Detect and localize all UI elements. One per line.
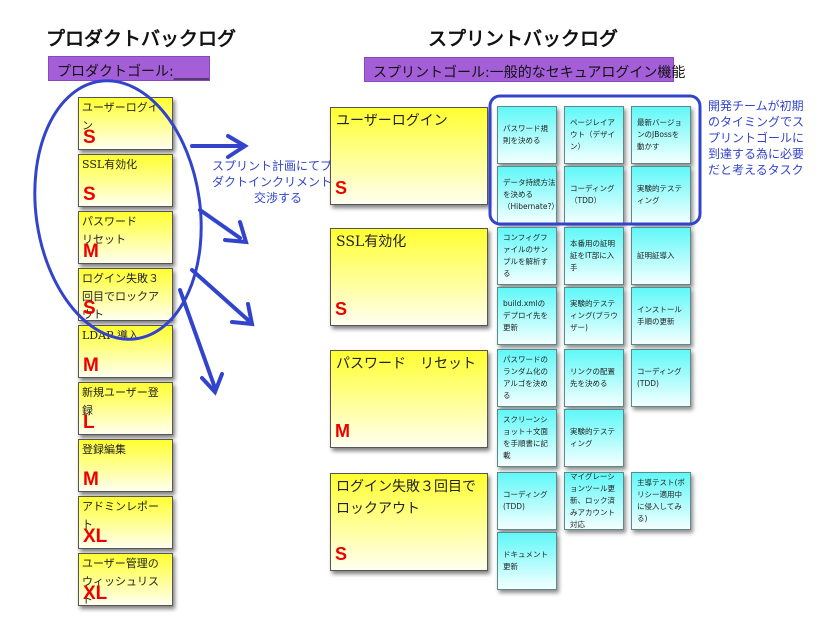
task-card[interactable]: 実験的テスティング(ブラウザー) bbox=[564, 287, 624, 345]
task-label: マイグレーションツール更新、ロック済みアカウント対応 bbox=[570, 472, 615, 529]
task-card[interactable]: 実験的テスティング bbox=[631, 166, 691, 224]
sprint-goal: スプリントゴール:一般的なセキュアログイン機能 bbox=[364, 57, 685, 82]
task-label: 実験的テスティング bbox=[570, 427, 615, 448]
size-estimate: S bbox=[83, 184, 96, 205]
task-label: コーディング(TDD) bbox=[637, 367, 682, 388]
task-card[interactable]: ページレイアウト（デザイン） bbox=[564, 106, 624, 164]
size-estimate: M bbox=[83, 469, 99, 490]
size-estimate: XL bbox=[83, 583, 108, 604]
arrow-4 bbox=[178, 288, 224, 396]
task-label: 実験的テスティング bbox=[637, 184, 682, 205]
task-label: コンフィグファイルのサンプルを解析する bbox=[503, 233, 548, 278]
negotiate-note: スプリント計画にてプロダクトインクリメントを交渉する bbox=[211, 159, 344, 205]
task-label: build.xmlのデプロイ先を更新 bbox=[503, 299, 548, 332]
story-title: SSL有効化 bbox=[336, 234, 407, 250]
task-card[interactable]: コーディング(TDD) bbox=[631, 349, 691, 407]
task-card[interactable]: インストール手順の更新 bbox=[631, 287, 691, 345]
task-label: データ持続方法を決める（Hibernate?） bbox=[503, 178, 559, 211]
task-label: スクリーンショット＋文面を手順書に記載 bbox=[503, 415, 548, 460]
task-card[interactable]: コンフィグファイルのサンプルを解析する bbox=[497, 227, 557, 285]
task-label: 主導テスト(ポリシー適用中に侵入してみる) bbox=[637, 478, 685, 523]
card-title: 登録編集 bbox=[82, 443, 126, 456]
task-label: ページレイアウト（デザイン） bbox=[570, 118, 615, 151]
story-title: ログイン失敗３回目でロックアウト bbox=[336, 479, 476, 517]
size-estimate: L bbox=[83, 412, 95, 433]
task-card[interactable]: 証明証導入 bbox=[631, 227, 691, 285]
size-estimate: S bbox=[83, 127, 96, 148]
size-estimate: M bbox=[83, 355, 99, 376]
task-card[interactable]: スクリーンショット＋文面を手順書に記載 bbox=[497, 409, 557, 467]
task-label: リンクの配置先を決める bbox=[570, 367, 615, 388]
story-title: ユーザーログイン bbox=[336, 113, 448, 129]
product-backlog-card[interactable]: LDAP 導入 M bbox=[78, 325, 173, 378]
story-card[interactable]: SSL有効化 S bbox=[330, 228, 488, 326]
size-estimate: S bbox=[335, 544, 348, 564]
task-label: 証明証導入 bbox=[637, 251, 675, 260]
size-estimate: M bbox=[83, 241, 99, 262]
task-label: パスワード規則を決める bbox=[503, 124, 548, 145]
initial-tasks-note: 開発チームが初期のタイミングでスプリントゴールに到達する為に必要だと考えるタスク bbox=[708, 99, 805, 177]
task-card[interactable]: 本番用の証明証をIT部に入手 bbox=[564, 227, 624, 285]
sprint-backlog-title: スプリントバックログ bbox=[428, 28, 619, 50]
task-card[interactable]: リンクの配置先を決める bbox=[564, 349, 624, 407]
size-estimate: M bbox=[335, 421, 350, 441]
size-estimate: S bbox=[335, 178, 348, 198]
task-card[interactable]: コーディング(TDD) bbox=[497, 472, 557, 530]
task-card[interactable]: ドキュメント更新 bbox=[497, 532, 557, 590]
task-card[interactable]: マイグレーションツール更新、ロック済みアカウント対応 bbox=[564, 472, 624, 530]
task-card[interactable]: 実験的テスティング bbox=[564, 409, 624, 467]
task-label: インストール手順の更新 bbox=[637, 305, 682, 326]
size-estimate: S bbox=[83, 298, 96, 319]
product-backlog-card[interactable]: 登録編集 M bbox=[78, 439, 173, 492]
task-label: パスワードのランダム化のアルゴを決める bbox=[503, 355, 548, 400]
card-title: LDAP 導入 bbox=[82, 329, 139, 342]
task-card[interactable]: パスワードのランダム化のアルゴを決める bbox=[497, 349, 557, 407]
task-card[interactable]: データ持続方法を決める（Hibernate?） bbox=[497, 166, 559, 224]
task-card[interactable]: パスワード規則を決める bbox=[497, 106, 557, 164]
card-title: SSL有効化 bbox=[82, 158, 138, 171]
size-estimate: S bbox=[335, 299, 348, 319]
task-label: コーディング(TDD) bbox=[503, 490, 548, 511]
story-card[interactable]: パスワード リセット M bbox=[330, 350, 488, 448]
task-label: コーディング（TDD） bbox=[570, 184, 615, 205]
story-card[interactable]: ユーザーログイン S bbox=[330, 107, 488, 205]
card-title: アドミンレポート bbox=[82, 500, 159, 531]
task-card[interactable]: 最新バージョンのJBossを動かす bbox=[631, 106, 691, 164]
story-card[interactable]: ログイン失敗３回目でロックアウト S bbox=[330, 473, 488, 571]
arrow-2 bbox=[198, 208, 249, 245]
task-label: 最新バージョンのJBossを動かす bbox=[637, 118, 682, 151]
task-label: 本番用の証明証をIT部に入手 bbox=[570, 239, 615, 272]
arrow-1 bbox=[190, 134, 249, 159]
product-backlog-title: プロダクトバックログ bbox=[46, 28, 237, 50]
task-card[interactable]: 主導テスト(ポリシー適用中に侵入してみる) bbox=[631, 472, 691, 530]
story-title: パスワード リセット bbox=[336, 356, 476, 372]
task-card[interactable]: コーディング（TDD） bbox=[564, 166, 624, 224]
arrow-3 bbox=[190, 268, 255, 327]
task-label: 実験的テスティング(ブラウザー) bbox=[570, 299, 618, 332]
card-title: ユーザー管理のウィッシュリスト bbox=[82, 557, 159, 606]
product-goal: プロダクトゴール:_____ bbox=[48, 56, 210, 81]
card-title: 新規ユーザー登録 bbox=[82, 386, 159, 417]
product-backlog-card[interactable]: SSL有効化 S bbox=[78, 154, 173, 207]
task-card[interactable]: build.xmlのデプロイ先を更新 bbox=[497, 287, 557, 345]
size-estimate: XL bbox=[83, 526, 108, 547]
task-label: ドキュメント更新 bbox=[503, 550, 548, 571]
